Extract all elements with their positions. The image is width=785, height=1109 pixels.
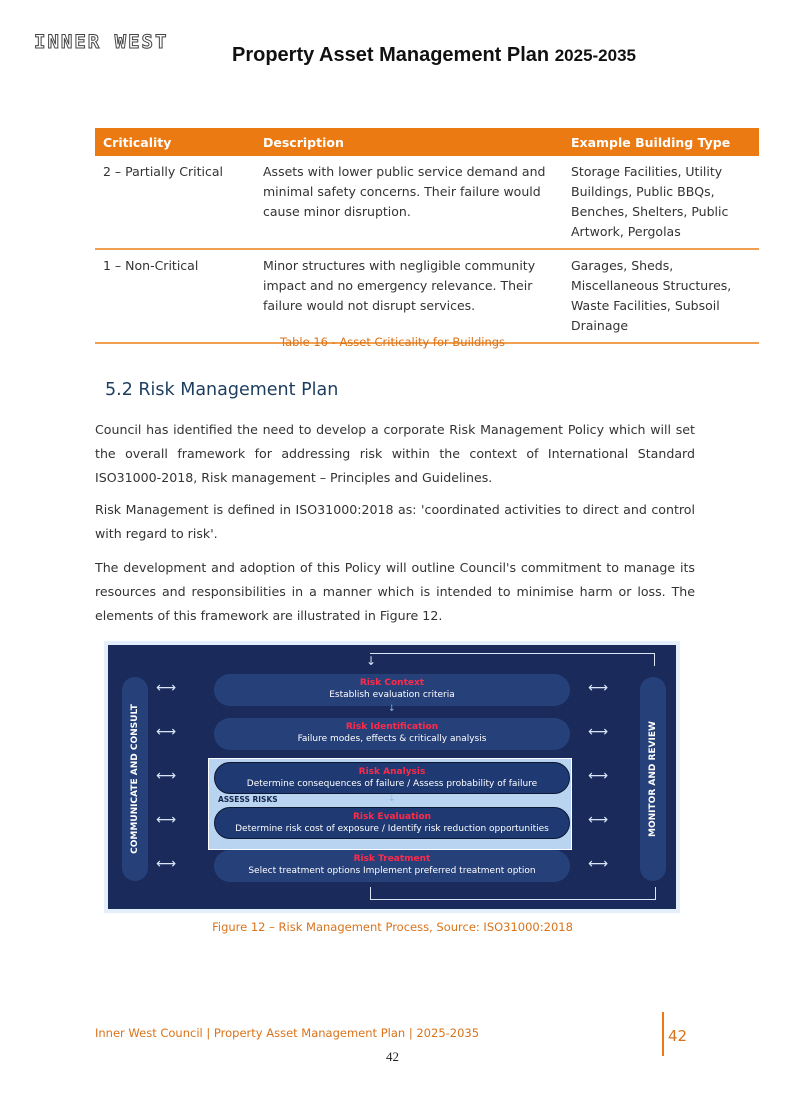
table-header: Criticality Description Example Building… xyxy=(95,128,759,156)
step-desc: Determine consequences of failure / Asse… xyxy=(246,779,538,789)
page-title: Property Asset Management Plan 2025-2035 xyxy=(232,44,636,67)
down-arrow-icon: ↓ xyxy=(388,704,396,714)
communicate-consult-bar: COMMUNICATE AND CONSULT xyxy=(122,677,148,881)
table-cell: 1 – Non-Critical xyxy=(95,249,255,344)
side-label: MONITOR AND REVIEW xyxy=(648,721,659,837)
step-title: Risk Analysis xyxy=(358,767,426,777)
step-desc: Failure modes, effects & critically anal… xyxy=(297,734,487,744)
table-cell: Garages, Sheds, Miscellaneous Structures… xyxy=(563,249,759,344)
double-arrow-icon: ⟷ xyxy=(156,856,177,872)
figure-diagram: COMMUNICATE AND CONSULT MONITOR AND REVI… xyxy=(108,645,676,909)
down-arrow-icon: ↓ xyxy=(366,654,377,668)
step-title: Risk Identification xyxy=(345,722,439,732)
column-header: Description xyxy=(255,128,563,156)
column-header: Criticality xyxy=(95,128,255,156)
table-row: 2 – Partially Critical Assets with lower… xyxy=(95,156,759,250)
double-arrow-icon: ⟷ xyxy=(156,724,177,740)
inner-west-logo: INNER WEST xyxy=(33,31,169,54)
step-title: Risk Treatment xyxy=(353,854,431,864)
feedback-line-bottom xyxy=(370,887,656,900)
paragraph: Risk Management is defined in ISO31000:2… xyxy=(95,502,695,541)
feedback-line-top xyxy=(370,653,655,666)
table-cell: 2 – Partially Critical xyxy=(95,156,255,250)
section-heading: 5.2 Risk Management Plan xyxy=(105,380,339,400)
step-desc: Select treatment options Implement prefe… xyxy=(248,866,536,876)
title-years: 2025-2035 xyxy=(554,46,637,65)
table-cell: Assets with lower public service demand … xyxy=(255,156,563,250)
title-text: Property Asset Management Plan xyxy=(232,44,550,66)
footer-page-badge: 42 xyxy=(668,1027,688,1045)
column-header: Example Building Type xyxy=(563,128,759,156)
double-arrow-icon: ⟷ xyxy=(588,724,609,740)
step-title: Risk Evaluation xyxy=(352,812,432,822)
side-label: COMMUNICATE AND CONSULT xyxy=(130,704,140,854)
double-arrow-icon: ⟷ xyxy=(588,812,609,828)
step-title: Risk Context xyxy=(359,678,425,688)
table-cell: Minor structures with negligible communi… xyxy=(255,249,563,344)
page-number: 42 xyxy=(386,1049,399,1064)
double-arrow-icon: ⟷ xyxy=(588,768,609,784)
double-arrow-icon: ⟷ xyxy=(156,768,177,784)
risk-management-figure: COMMUNICATE AND CONSULT MONITOR AND REVI… xyxy=(104,641,680,913)
step-desc: Determine risk cost of exposure / Identi… xyxy=(235,824,549,834)
down-arrow-icon: ↓ xyxy=(388,794,396,804)
paragraph: The development and adoption of this Pol… xyxy=(95,560,695,623)
double-arrow-icon: ⟷ xyxy=(588,680,609,696)
assess-risks-label: ASSESS RISKS xyxy=(218,795,278,804)
criticality-table: Criticality Description Example Building… xyxy=(95,128,759,344)
footer-text: Inner West Council | Property Asset Mana… xyxy=(95,1026,480,1040)
double-arrow-icon: ⟷ xyxy=(588,856,609,872)
footer-divider xyxy=(662,1012,664,1056)
step-desc: Establish evaluation criteria xyxy=(329,690,455,700)
paragraph: Council has identified the need to devel… xyxy=(95,422,695,485)
table-cell: Storage Facilities, Utility Buildings, P… xyxy=(563,156,759,250)
table-caption: Table 16 - Asset Criticality for Buildin… xyxy=(279,335,506,349)
table-row: 1 – Non-Critical Minor structures with n… xyxy=(95,249,759,344)
monitor-review-bar: MONITOR AND REVIEW xyxy=(640,677,666,881)
double-arrow-icon: ⟷ xyxy=(156,812,177,828)
figure-caption: Figure 12 – Risk Management Process, Sou… xyxy=(212,920,573,934)
double-arrow-icon: ⟷ xyxy=(156,680,177,696)
